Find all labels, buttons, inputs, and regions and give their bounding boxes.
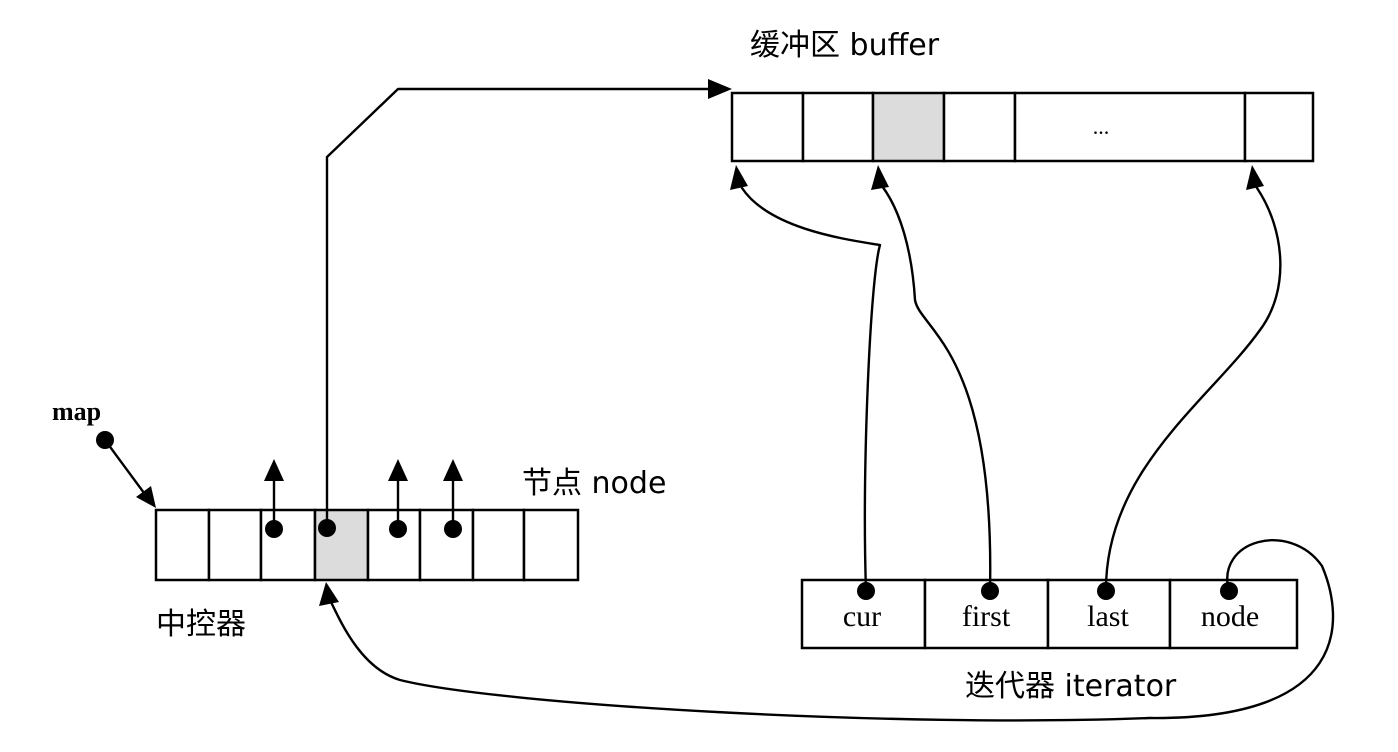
- map-cell: [154, 508, 211, 582]
- map-pointer-arrow: [103, 438, 149, 499]
- buffer-label: 缓冲区 buffer: [750, 28, 940, 63]
- buffer-cell: [942, 91, 1017, 163]
- map-cell: [418, 508, 475, 582]
- buffer-cell-shaded: [871, 91, 946, 163]
- buffer-cell: [730, 91, 805, 163]
- cur-pointer-arrowhead: [730, 165, 748, 190]
- map-pointer-arrowhead: [136, 486, 156, 508]
- node-pointer-arrowhead: [264, 459, 284, 481]
- node-pointer-arrowhead: [388, 459, 408, 481]
- node-field-pointer-curve: [328, 539, 1335, 722]
- node-pointer-dot: [389, 520, 407, 538]
- map-label: map: [52, 397, 101, 426]
- map-controller-label: 中控器: [156, 607, 246, 642]
- cur-pointer-curve: [740, 186, 882, 593]
- map-cell: [259, 508, 317, 582]
- node-pointer-arrowhead: [443, 459, 463, 481]
- iterator-field-last: last: [1087, 600, 1129, 633]
- buffer-cell: [801, 91, 875, 163]
- first-pointer-arrowhead: [871, 165, 889, 190]
- buffer-array: ...: [730, 91, 1315, 163]
- node-field-pointer-arrowhead: [319, 582, 339, 606]
- buffer-cell-ellipsis: [1013, 91, 1247, 163]
- buffer-ellipsis: ...: [1093, 114, 1110, 139]
- iterator-field-first: first: [962, 600, 1011, 633]
- first-pointer-curve: [880, 184, 992, 593]
- map-cell: [207, 508, 263, 582]
- iterator-field-node: node: [1201, 600, 1259, 633]
- node-pointer-arrows: [264, 79, 732, 538]
- last-pointer-curve: [1104, 186, 1282, 593]
- node-pointer-dot: [444, 520, 462, 538]
- map-array: [154, 508, 580, 582]
- last-pointer-arrowhead: [1246, 165, 1264, 190]
- node-to-buffer-connector: [325, 87, 714, 530]
- node-to-buffer-arrowhead: [708, 79, 732, 99]
- map-cell: [366, 508, 422, 582]
- iterator-field-cur: cur: [843, 600, 881, 633]
- buffer-cell-last: [1243, 91, 1315, 163]
- iterator-label: 迭代器 iterator: [965, 669, 1177, 704]
- map-cell: [522, 508, 580, 582]
- map-cell: [471, 508, 526, 582]
- node-pointer-dot: [265, 520, 283, 538]
- node-label: 节点 node: [522, 466, 666, 501]
